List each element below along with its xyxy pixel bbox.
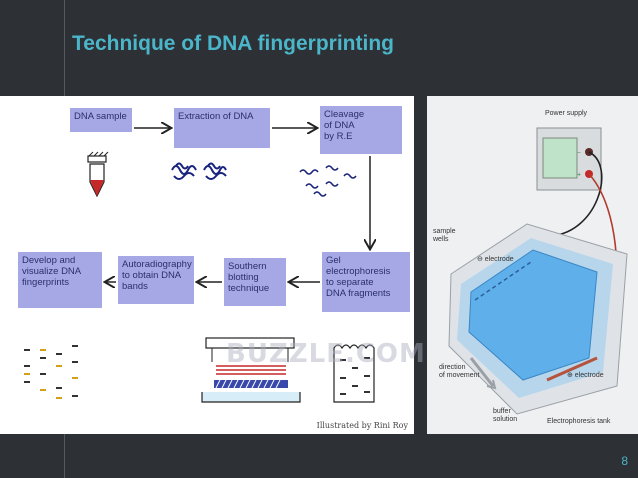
dna-fragments-icon — [299, 165, 357, 197]
sample-wells-label: sample wells — [433, 228, 456, 243]
dna-fingerprinting-flowchart: DNA sample Extraction of DNA Cleavage of… — [0, 96, 425, 434]
step-autoradiography: Autoradiography to obtain DNA bands — [118, 256, 194, 304]
page-number: 8 — [621, 454, 628, 468]
test-tube-icon — [87, 151, 109, 198]
step-gel-electrophoresis: Gel electrophoresis to separate DNA frag… — [322, 252, 410, 312]
positive-electrode-label: ⊕ electrode — [567, 372, 604, 379]
flow-arrows — [106, 128, 370, 282]
electrophoresis-tank-icon — [448, 223, 628, 415]
flowchart-graphics — [22, 96, 414, 404]
autoradiograph-film-icon — [333, 344, 375, 403]
negative-electrode-label: ⊖ electrode — [477, 256, 514, 263]
power-supply-icon: − + — [536, 127, 602, 191]
buffer-label: buffer solution — [493, 408, 518, 423]
dna-extract-icon — [171, 162, 227, 180]
step-develop-visualize: Develop and visualize DNA fingerprints — [18, 252, 102, 308]
decorative-line-top — [64, 0, 65, 96]
direction-arrow — [469, 357, 495, 387]
illustration-credit: Illustrated by Rini Roy — [316, 421, 408, 430]
step-cleavage: Cleavage of DNA by R.E — [320, 106, 402, 154]
electrophoresis-apparatus: − + Power supply sample wells ⊖ electrod… — [427, 96, 638, 434]
decorative-line-bottom — [64, 434, 65, 478]
step-southern-blotting: Southern blotting technique — [224, 258, 286, 306]
slide-title: Technique of DNA fingerprinting — [72, 32, 394, 55]
power-supply-label: Power supply — [545, 110, 588, 117]
svg-text:−: − — [577, 150, 581, 156]
tank-label: Electrophoresis tank — [547, 418, 611, 425]
watermark: BUZZLE.COM — [226, 339, 426, 369]
step-extraction: Extraction of DNA — [174, 108, 270, 148]
fingerprint-gel-icon — [22, 344, 86, 404]
svg-text:+: + — [577, 172, 581, 178]
blotting-apparatus-icon — [201, 337, 301, 403]
apparatus-graphics: − + — [448, 127, 628, 415]
direction-label: direction of movement — [439, 364, 480, 379]
step-dna-sample: DNA sample — [70, 108, 132, 132]
